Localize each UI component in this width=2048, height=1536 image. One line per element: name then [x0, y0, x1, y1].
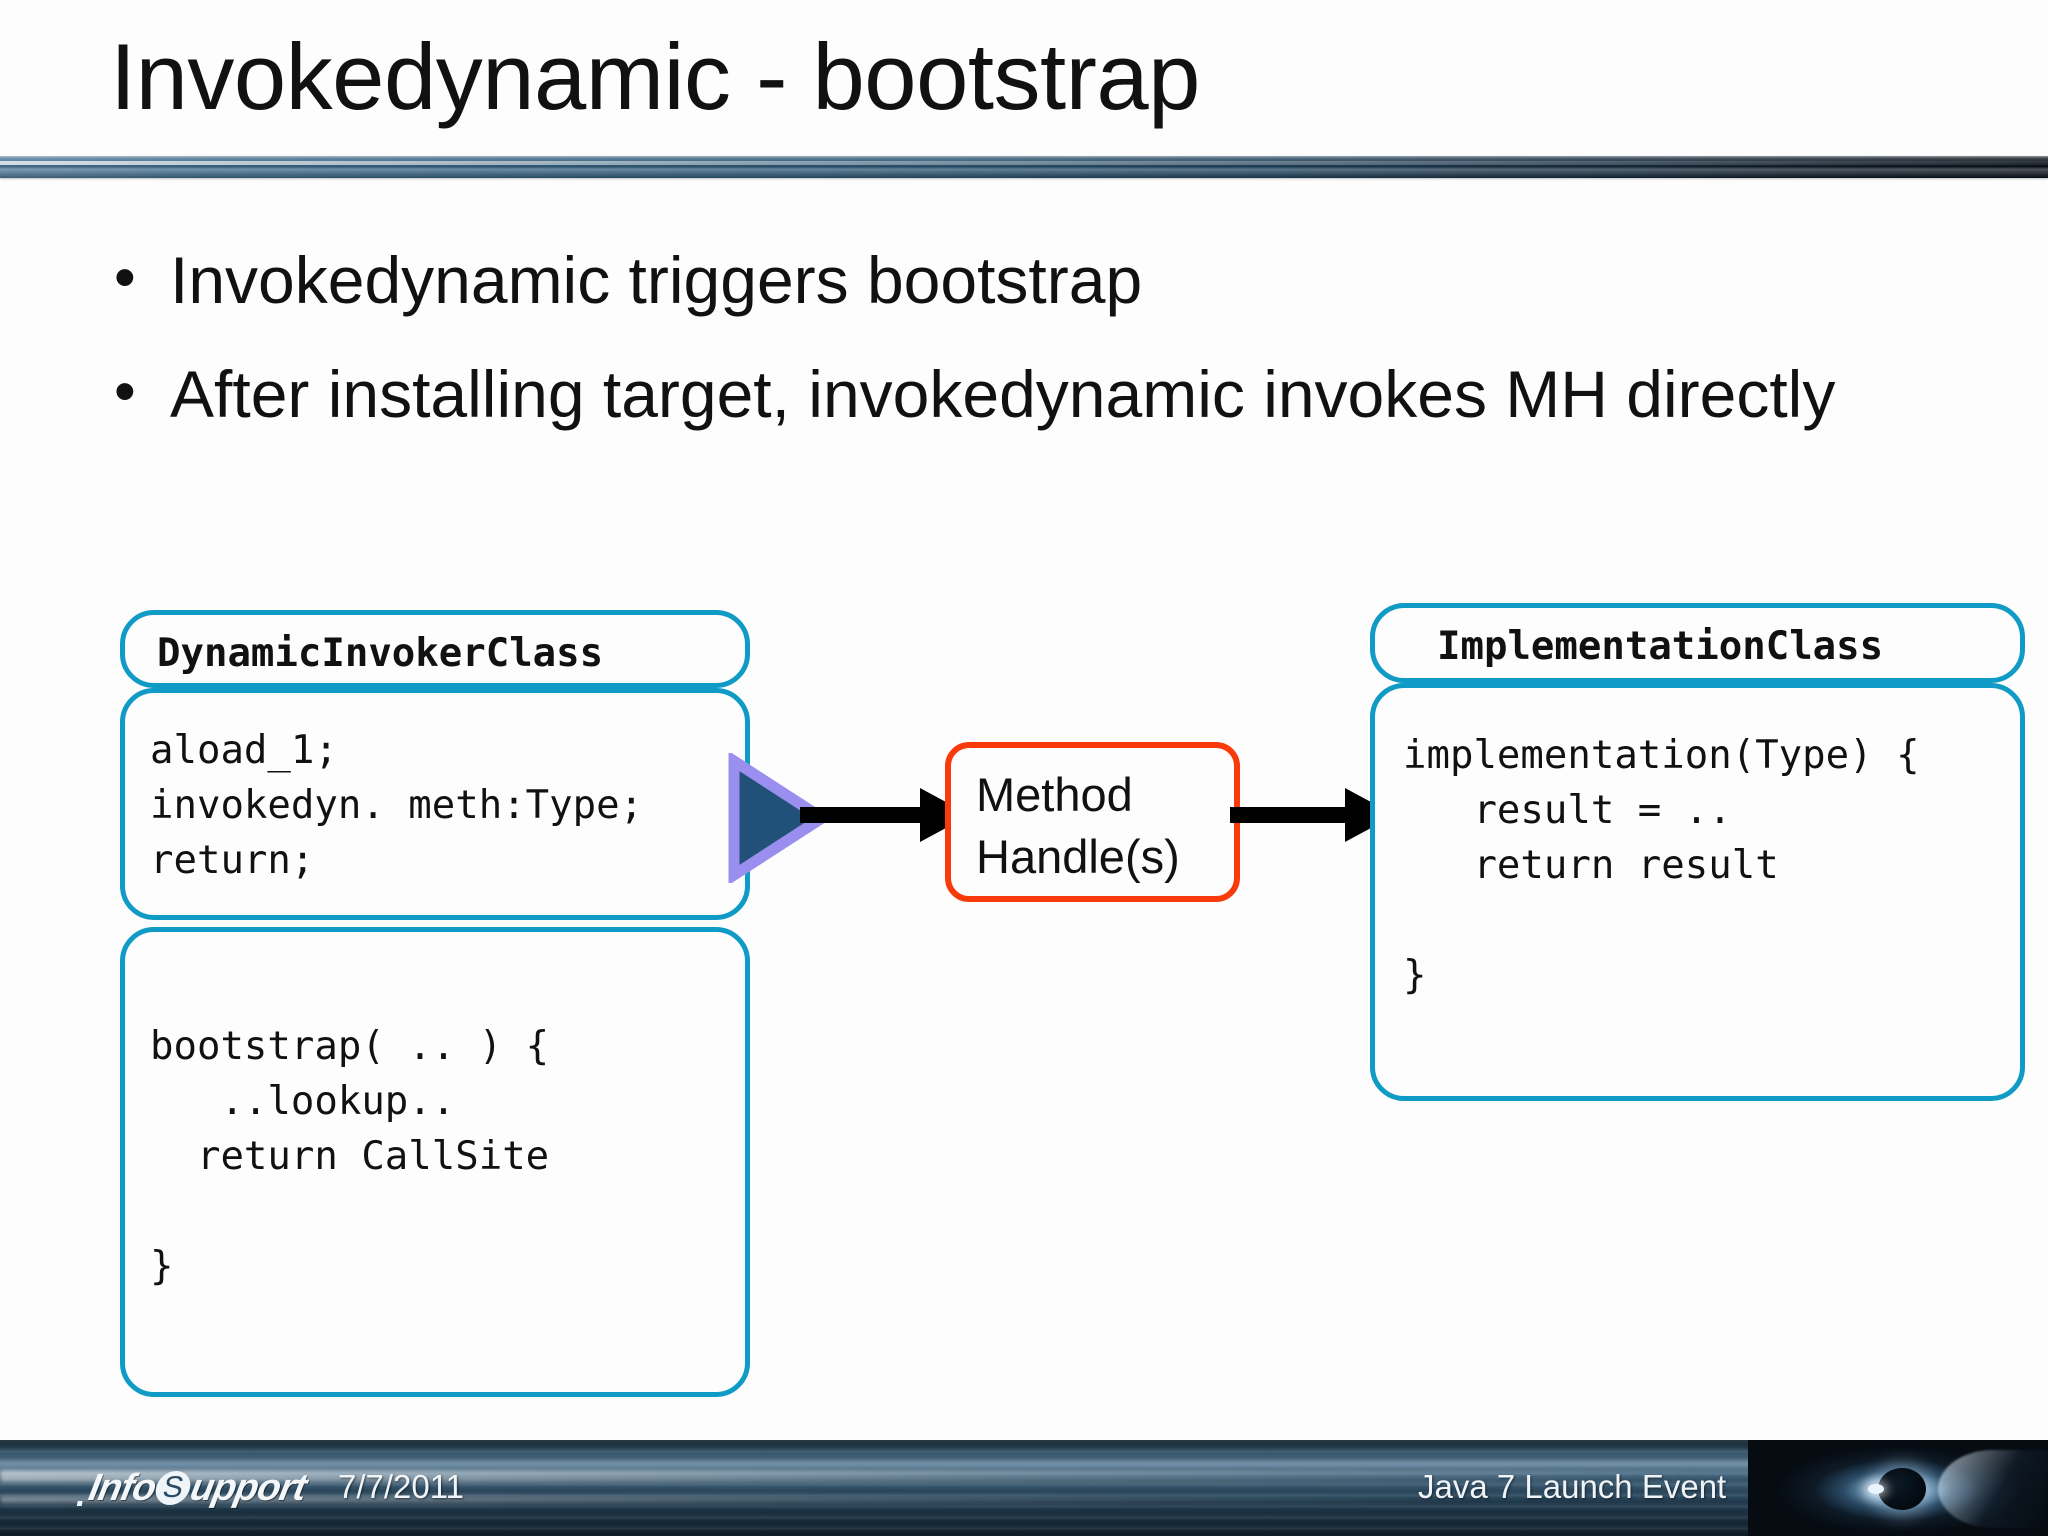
method-handles-label: Method Handle(s) [976, 768, 1180, 883]
logo-text-info: Info [85, 1466, 160, 1509]
method-handles-box: Method Handle(s) [945, 742, 1240, 902]
dynamic-invoker-class-label: DynamicInvokerClass [157, 631, 604, 676]
footer-event-name: Java 7 Launch Event [1418, 1468, 1727, 1505]
bullet-text: Invokedynamic triggers bootstrap [170, 243, 1143, 317]
bullet-text: After installing target, invokedynamic i… [170, 357, 1836, 431]
implementation-code-text: implementation(Type) { result = .. retur… [1403, 733, 1920, 998]
page-title: Invokedynamic - bootstrap [110, 24, 1200, 129]
implementation-class-header: ImplementationClass [1370, 603, 2025, 683]
bootstrap-method-box: bootstrap( .. ) { ..lookup.. return Call… [120, 927, 750, 1397]
eye-pupil [1878, 1468, 1926, 1510]
dynamic-invoker-class-header: DynamicInvokerClass [120, 610, 750, 688]
logo-s-badge: S [152, 1471, 194, 1505]
footer-date: 7/7/2011 [338, 1468, 465, 1505]
header-divider-band [0, 156, 2048, 178]
logo-text-upport: upport [187, 1466, 310, 1509]
info-support-logo: . Info S upport [73, 1462, 310, 1515]
implementation-code-box: implementation(Type) { result = .. retur… [1370, 683, 2025, 1101]
bullet-list: • Invokedynamic triggers bootstrap • Aft… [100, 230, 2000, 458]
implementation-class-label: ImplementationClass [1437, 624, 1884, 669]
bootstrap-diagram: DynamicInvokerClass aload_1; invokedyn. … [0, 595, 2048, 1425]
footer-light-streak [0, 1496, 1500, 1503]
eye-graphic [1748, 1440, 2048, 1536]
play-triangle-icon [728, 753, 826, 883]
bullet-marker-icon: • [114, 357, 136, 426]
bootstrap-code-text: bootstrap( .. ) { ..lookup.. return Call… [150, 1024, 550, 1289]
bytecode-text: aload_1; invokedyn. meth:Type; return; [150, 728, 644, 883]
list-item: • Invokedynamic triggers bootstrap [100, 230, 2000, 330]
eye-lash [1938, 1450, 2048, 1528]
footer-light-streak [0, 1470, 1700, 1482]
eye-glint [1868, 1484, 1884, 1494]
bullet-marker-icon: • [114, 243, 136, 312]
slide-footer: . Info S upport 7/7/2011 Java 7 Launch E… [0, 1440, 2048, 1536]
list-item: • After installing target, invokedynamic… [100, 344, 2000, 444]
dynamic-invoker-bytecode-box: aload_1; invokedyn. meth:Type; return; [120, 688, 750, 920]
